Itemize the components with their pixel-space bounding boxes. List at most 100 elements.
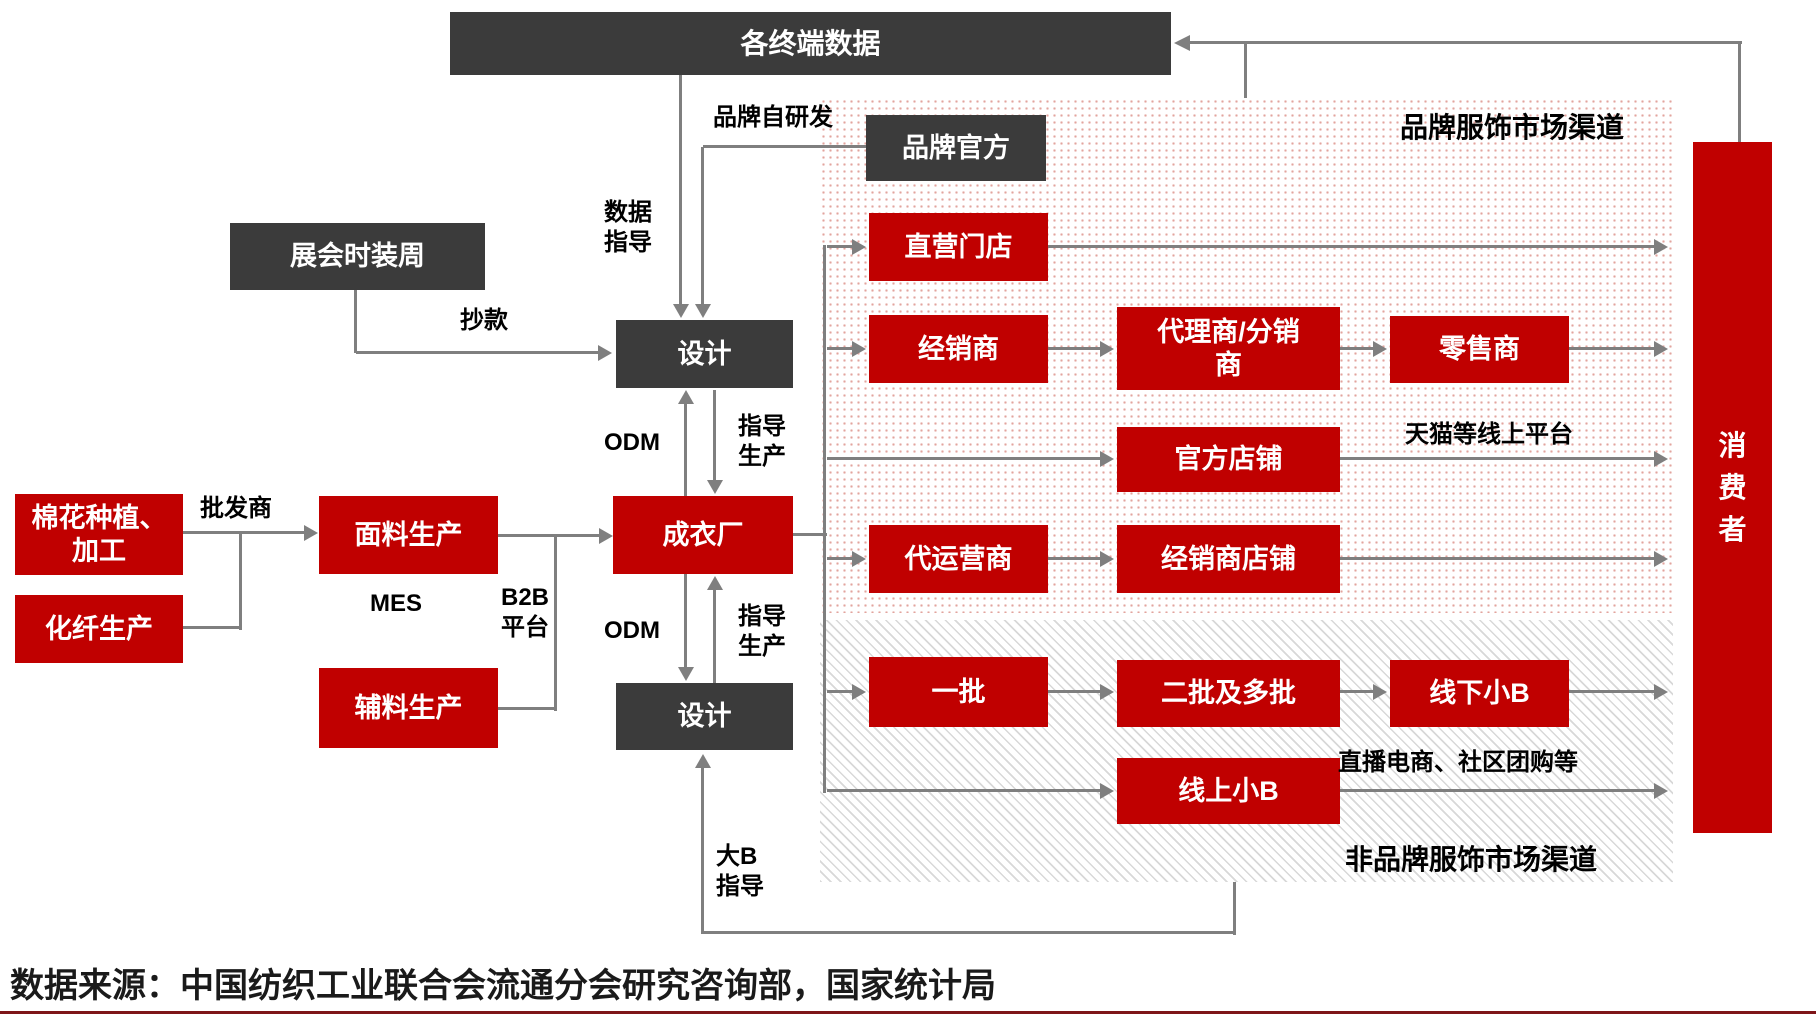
node-direct-store: 直营门店 [869,213,1048,281]
arrowhead-right-icon [1654,551,1668,567]
node-cotton: 棉花种植、 加工 [15,494,183,575]
edge-offlineb-to-consumer [1569,690,1656,693]
edge-agency-to-dealershop [1048,557,1102,560]
feedback-branch-line [1244,43,1247,98]
arrowhead-right-icon [852,551,866,567]
edge-garment-to-trunk [793,533,827,536]
arrowhead-left-icon [1174,35,1190,51]
node-official-shop: 官方店铺 [1117,427,1340,492]
bigb-feedback-h [701,931,1235,934]
arrowhead-down-icon [707,480,723,494]
label-non-brand-channel: 非品牌服饰市场渠道 [1345,844,1598,875]
arrowhead-up-icon [678,390,694,404]
arrowhead-right-icon [599,528,613,544]
arrowhead-right-icon [304,525,318,541]
feedback-top-h [1190,41,1742,44]
node-garment-factory: 成衣厂 [613,496,793,574]
arrowhead-right-icon [1654,341,1668,357]
node-consumer: 消 费 者 [1693,142,1772,833]
arrowhead-right-icon [852,341,866,357]
arrowhead-right-icon [1654,684,1668,700]
label-mes: MES [370,590,423,617]
node-dealer: 经销商 [869,315,1048,383]
bigb-feedback-v1 [1233,882,1236,935]
edge-accessories-join-v [554,536,557,711]
branch-official-shop [827,457,1102,460]
edge-guide2-up [713,588,716,750]
edge-odm2-down [684,574,687,669]
arrowhead-right-icon [1654,783,1668,799]
arrowhead-right-icon [852,239,866,255]
arrowhead-right-icon [1654,451,1668,467]
edge-directstore-to-consumer [1048,245,1656,248]
arrowhead-right-icon [1100,341,1114,357]
footer-separator [0,1011,1816,1014]
label-guide-production-bottom: 指导 生产 [738,603,786,660]
label-odm-bottom: ODM [604,617,660,644]
arrowhead-right-icon [1373,684,1387,700]
branch-agency-operator [827,557,854,560]
edge-officialshop-to-consumer [1340,457,1656,460]
node-design-bottom: 设计 [616,683,793,750]
edge-dealershop-to-consumer [1340,557,1656,560]
label-copy-style: 抄款 [460,307,508,334]
arrowhead-down-icon [673,304,689,318]
node-agent-distributor: 代理商/分销 商 [1117,307,1340,390]
node-accessories-production: 辅料生产 [319,668,498,748]
label-brand-channel: 品牌服饰市场渠道 [1400,112,1625,143]
edge-dealer-to-agent [1048,347,1102,350]
bigb-feedback-v2 [701,766,704,933]
data-source-text: 数据来源：中国纺织工业联合会流通分会研究咨询部，国家统计局 [10,967,996,1005]
arrowhead-up-icon [707,576,723,590]
label-big-b-guidance: 大B 指导 [716,843,764,900]
edge-agent-to-retailer [1340,347,1375,350]
edge-exhibition-h [356,351,602,354]
trunk-line [823,245,826,793]
node-retailer: 零售商 [1390,316,1569,383]
label-brand-rd: 品牌自研发 [713,104,833,131]
edge-brandofficial-to-design-h [703,145,866,148]
label-tmall-platform: 天猫等线上平台 [1405,421,1573,448]
label-wholesaler: 批发商 [200,495,272,522]
node-first-batch: 一批 [869,657,1048,727]
edge-terminal-to-design [679,75,682,306]
node-chemical-fiber: 化纤生产 [15,595,183,663]
edge-cotton-to-fabric [183,531,306,534]
node-dealer-shop: 经销商店铺 [1117,525,1340,593]
label-guide-production-top: 指导 生产 [738,413,786,470]
label-data-guidance: 数据 指导 [604,199,652,256]
node-terminal-data: 各终端数据 [450,12,1171,75]
edge-fabric-to-garment [498,534,601,537]
node-brand-official: 品牌官方 [866,115,1046,181]
feedback-consumer-v [1738,43,1741,142]
label-b2b: B2B 平台 [501,584,550,641]
edge-fiber-join-v [239,533,242,630]
arrowhead-right-icon [1100,684,1114,700]
node-agency-operator: 代运营商 [869,525,1048,593]
edge-brandofficial-to-design-v [701,147,704,306]
edge-onlineb-to-consumer [1340,789,1656,792]
label-live-ecommerce: 直播电商、社区团购等 [1338,749,1578,776]
arrowhead-right-icon [1373,341,1387,357]
node-fabric-production: 面料生产 [319,496,498,574]
edge-odm-up [684,402,687,496]
node-multi-batch: 二批及多批 [1117,660,1340,727]
branch-first-batch [827,690,854,693]
node-offline-small-b: 线下小B [1390,660,1569,727]
branch-dealer [827,347,854,350]
edge-fiber-join-h [183,626,241,629]
arrowhead-right-icon [598,345,612,361]
arrowhead-down-icon [678,667,694,681]
arrowhead-right-icon [1100,451,1114,467]
edge-exhibition-v [354,290,357,353]
arrowhead-right-icon [1100,551,1114,567]
branch-online-small-b [827,789,1102,792]
node-design-top: 设计 [616,320,793,388]
node-exhibition-fashion-week: 展会时装周 [230,223,485,290]
node-online-small-b: 线上小B [1117,758,1340,824]
arrowhead-right-icon [1654,239,1668,255]
edge-retailer-to-consumer [1569,347,1656,350]
label-odm-top: ODM [604,429,660,456]
edge-multibatch-to-offlineb [1340,690,1375,693]
arrowhead-up-icon [695,754,711,768]
